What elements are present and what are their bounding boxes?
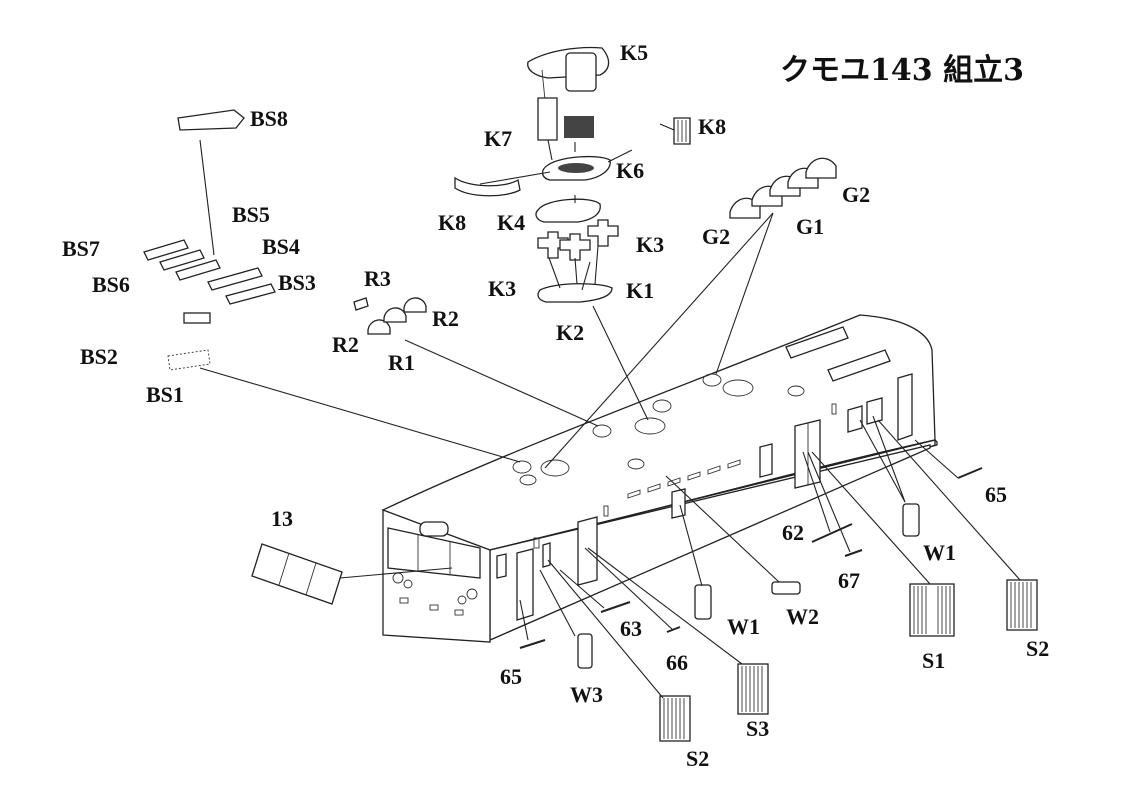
roof-parts (454, 46, 837, 303)
bs-parts (143, 109, 276, 371)
diagram-title: クモユ143 組立3 (780, 53, 1024, 88)
label-K8-left: K8 (438, 210, 466, 235)
label-S2-left: S2 (686, 746, 709, 771)
grill-S2-left (659, 695, 691, 742)
label-BS1: BS1 (146, 382, 184, 407)
label-K2: K2 (556, 320, 584, 345)
label-BS6: BS6 (92, 272, 130, 297)
r-parts (353, 297, 427, 335)
label-W3: W3 (570, 682, 603, 707)
label-62: 62 (782, 520, 804, 545)
label-65-right: 65 (985, 482, 1007, 507)
label-G2-right: G2 (842, 182, 870, 207)
label-W1-right: W1 (923, 540, 956, 565)
leader-lines (199, 123, 1021, 699)
label-W2: W2 (786, 604, 819, 629)
label-K6: K6 (616, 158, 644, 183)
label-G1: G1 (796, 214, 824, 239)
label-R2-left: R2 (332, 332, 359, 357)
label-W1-mid: W1 (727, 614, 760, 639)
label-K5: K5 (620, 40, 648, 65)
grill-S3 (737, 663, 769, 715)
side-parts (251, 467, 1038, 742)
label-BS4: BS4 (262, 234, 300, 259)
label-R2-right: R2 (432, 306, 459, 331)
label-K7: K7 (484, 126, 512, 151)
label-65-left: 65 (500, 664, 522, 689)
label-BS3: BS3 (278, 270, 316, 295)
label-R3: R3 (364, 266, 391, 291)
label-BS8: BS8 (250, 106, 288, 131)
grill-S1 (909, 583, 955, 637)
label-13: 13 (271, 506, 293, 531)
label-S2-right: S2 (1026, 636, 1049, 661)
label-K4: K4 (497, 210, 525, 235)
grill-S2-right (1006, 579, 1038, 631)
label-R1: R1 (388, 350, 415, 375)
label-BS2: BS2 (80, 344, 118, 369)
label-BS5: BS5 (232, 202, 270, 227)
label-K1: K1 (626, 278, 654, 303)
label-G2-left: G2 (702, 224, 730, 249)
label-S1: S1 (922, 648, 945, 673)
label-66: 66 (666, 650, 688, 675)
label-63: 63 (620, 616, 642, 641)
label-K3-left: K3 (488, 276, 516, 301)
label-BS7: BS7 (62, 236, 100, 261)
label-K8-top: K8 (698, 114, 726, 139)
label-S3: S3 (746, 716, 769, 741)
label-67: 67 (838, 568, 860, 593)
part-labels: K5 K7 K8 K6 K8 K4 K3 K3 K1 K2 G2 G2 G1 B… (62, 40, 1049, 771)
label-K3-right: K3 (636, 232, 664, 257)
